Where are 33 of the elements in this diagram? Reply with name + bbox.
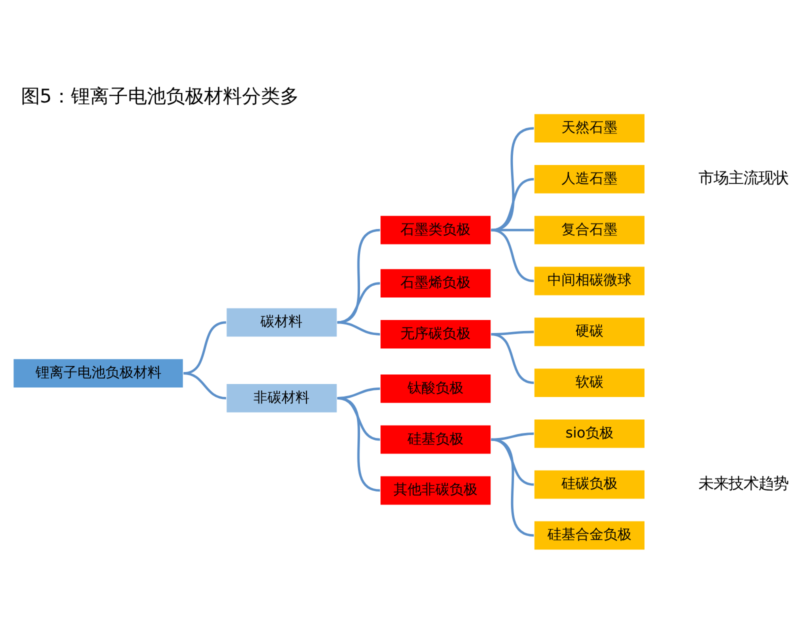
node-box: 复合石墨 — [533, 214, 646, 246]
node-box: 硬碳 — [533, 316, 646, 348]
node-box: 软碳 — [533, 367, 646, 398]
connector — [337, 228, 380, 324]
node-box: 硅基负极 — [379, 424, 492, 455]
node-box: 钛酸负极 — [379, 373, 492, 404]
node-box: 无序碳负极 — [379, 318, 492, 350]
node-box: 锂离子电池负极材料 — [12, 358, 184, 389]
connector — [337, 282, 380, 324]
node-box: 其他非碳负极 — [379, 475, 492, 506]
connector — [337, 321, 380, 336]
connector — [183, 372, 226, 400]
connector — [491, 127, 534, 232]
label: 未来技术趋势 — [698, 474, 788, 493]
connector — [337, 397, 380, 492]
node-box: 非碳材料 — [226, 382, 338, 414]
node-box: 天然石墨 — [533, 112, 646, 144]
node-box: 硅碳负极 — [533, 469, 646, 500]
node-box: sio负极 — [533, 418, 646, 450]
connector — [491, 228, 534, 282]
node-box: 硅基合金负极 — [533, 520, 646, 551]
connector — [183, 321, 226, 374]
node-box: 碳材料 — [226, 307, 338, 338]
connector — [491, 333, 534, 384]
connector — [491, 330, 534, 336]
node-box: 石墨类负极 — [379, 214, 492, 246]
node-box: 石墨烯负极 — [379, 268, 492, 299]
node-box: 中间相碳微球 — [533, 266, 646, 296]
label: 市场主流现状 — [698, 169, 788, 188]
diagram-title: 图5：锂离子电池负极材料分类多 — [20, 86, 299, 108]
connector — [491, 178, 534, 232]
node-box: 人造石墨 — [533, 164, 646, 195]
connector — [491, 438, 534, 537]
